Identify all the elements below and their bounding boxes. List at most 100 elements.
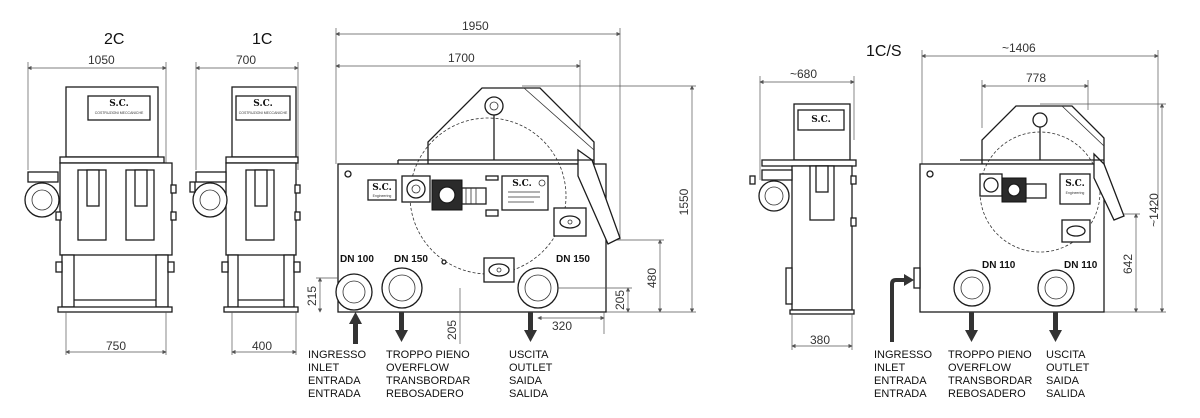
leg (155, 254, 169, 308)
motor-shaft (438, 186, 456, 204)
motor-plate (501, 175, 549, 211)
dimension-320: 320 (552, 319, 572, 333)
flange-overflow (953, 269, 991, 307)
port-knob (496, 267, 502, 273)
legend-line: TROPPO PIENO (386, 349, 470, 361)
dimension-height: ~1420 (1147, 193, 1161, 227)
cover-edge (523, 87, 595, 151)
overflow-arrow (395, 312, 408, 342)
legend-line: INLET (308, 362, 339, 374)
motor-plate-brand: S.C. (512, 179, 531, 189)
inlet-bore (764, 186, 784, 206)
nameplate-brand: S.C. (1065, 179, 1084, 189)
flange-inlet (335, 273, 373, 311)
gear (983, 177, 999, 193)
dn-label-inlet: DN 100 (340, 254, 374, 265)
gear-hub (411, 184, 421, 194)
legend-line: SALIDA (509, 388, 549, 400)
flange-outlet (517, 267, 559, 309)
bolt (749, 175, 756, 185)
nameplate-subtitle: Engineering (1066, 191, 1085, 195)
legend-line: TRANSBORDAR (948, 375, 1032, 387)
view-label-2c: 2C (104, 31, 124, 48)
pipe-bracket (195, 171, 227, 183)
pipe-bracket (27, 171, 59, 183)
lever-pivot (484, 96, 504, 116)
legend-line: OVERFLOW (948, 362, 1012, 374)
bolt (55, 211, 62, 221)
flange-outlet (1037, 269, 1075, 307)
legend-line: USCITA (509, 349, 549, 361)
inlet-arrow-head (904, 274, 914, 286)
outlet-arrow (1049, 312, 1062, 342)
dimension-width: ~680 (790, 67, 817, 81)
legend-line: ENTRADA (874, 375, 927, 387)
view-label-1cs: 1C/S (866, 43, 902, 60)
nameplate-brand: S.C. (372, 183, 391, 193)
view-1c: 1C 700 S.C. COSTRUZIONI MECCANICHE 400 (189, 31, 301, 355)
inlet-flange (192, 182, 228, 218)
inlet-flange (758, 180, 790, 212)
pipe-stub (785, 267, 793, 305)
ledge (59, 156, 165, 164)
dimension-205: 205 (445, 320, 459, 340)
legend-line: OUTLET (1046, 362, 1090, 374)
motor-box (485, 175, 499, 181)
legend-line: ENTRADA (308, 375, 361, 387)
port-window (1066, 225, 1086, 237)
inlet-flange (24, 182, 60, 218)
bolt (344, 170, 352, 178)
nameplate-brand: S.C. (109, 99, 128, 109)
port-window (488, 263, 510, 277)
inlet-bore (31, 189, 53, 211)
nameplate-subtitle: COSTRUZIONI MECCANICHE (95, 111, 144, 115)
nameplate (367, 179, 397, 201)
dimension-642: 642 (1121, 254, 1135, 274)
nameplate-subtitle: Engineering (373, 194, 392, 198)
nameplate-subtitle: COSTRUZIONI MECCANICHE (239, 111, 288, 115)
view-label-1c: 1C (252, 31, 272, 48)
inlet-bore (199, 189, 221, 211)
dimension-width: 380 (810, 333, 830, 347)
dn-label-overflow: DN 110 (982, 260, 1016, 271)
bolt (221, 261, 229, 273)
nameplate-brand: S.C. (811, 115, 830, 125)
legend-inlet-1: INGRESSO INLET ENTRADA ENTRADA (308, 349, 367, 400)
motor-shaft (1007, 183, 1021, 197)
window-slot (254, 169, 268, 207)
legend-line: REBOSADERO (386, 388, 464, 400)
nameplate (797, 109, 845, 131)
port-window (559, 215, 581, 229)
legend-overflow-2: TROPPO PIENO OVERFLOW TRANSBORDAR REBOSA… (948, 349, 1032, 400)
leg (283, 254, 295, 308)
view-side-s: ~1406 778 ~1420 642 S.C. Engineering (890, 41, 1166, 342)
dimension-width: 1050 (88, 53, 115, 67)
dimension-total-length: 1950 (462, 19, 489, 33)
legend-line: ENTRADA (874, 388, 927, 400)
legend-line: ENTRADA (308, 388, 361, 400)
bolt (926, 170, 934, 178)
legend-line: REBOSADERO (948, 388, 1026, 400)
flange-bore (960, 276, 984, 300)
legend-line: INGRESSO (874, 349, 933, 361)
motor-cap (461, 187, 487, 205)
base-plate (789, 309, 855, 315)
window-slot (134, 169, 148, 207)
legend-overflow-1: TROPPO PIENO OVERFLOW TRANSBORDAR REBOSA… (386, 349, 470, 400)
outlet-arrow (524, 312, 537, 342)
bolt (55, 261, 63, 273)
window-slot (86, 169, 100, 207)
dimension-205: 205 (613, 290, 627, 310)
dimension-778: 778 (1026, 71, 1046, 85)
nameplate (87, 95, 151, 121)
leg (227, 254, 239, 308)
legend-line: TROPPO PIENO (948, 349, 1032, 361)
lever-pivot-inner (489, 101, 499, 111)
dimension-total-length: ~1406 (1002, 41, 1036, 55)
dn-label-overflow: DN 150 (394, 254, 428, 265)
ledge (225, 156, 299, 164)
inlet-arrow (890, 278, 906, 342)
dimension-height: 1550 (677, 188, 691, 215)
port-knob (567, 219, 573, 225)
motor-cap (1025, 183, 1047, 199)
